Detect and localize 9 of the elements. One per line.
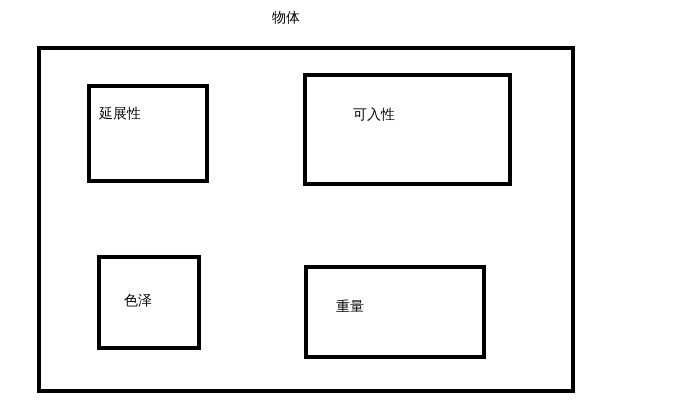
property-label: 可入性 [353,107,395,124]
property-box [303,73,512,186]
property-box [87,84,209,183]
property-box [304,265,486,359]
frame-title: 物体 [272,10,300,27]
property-label: 延展性 [99,106,141,123]
property-label: 色泽 [124,293,152,310]
property-box [97,255,201,350]
property-label: 重量 [336,299,364,316]
